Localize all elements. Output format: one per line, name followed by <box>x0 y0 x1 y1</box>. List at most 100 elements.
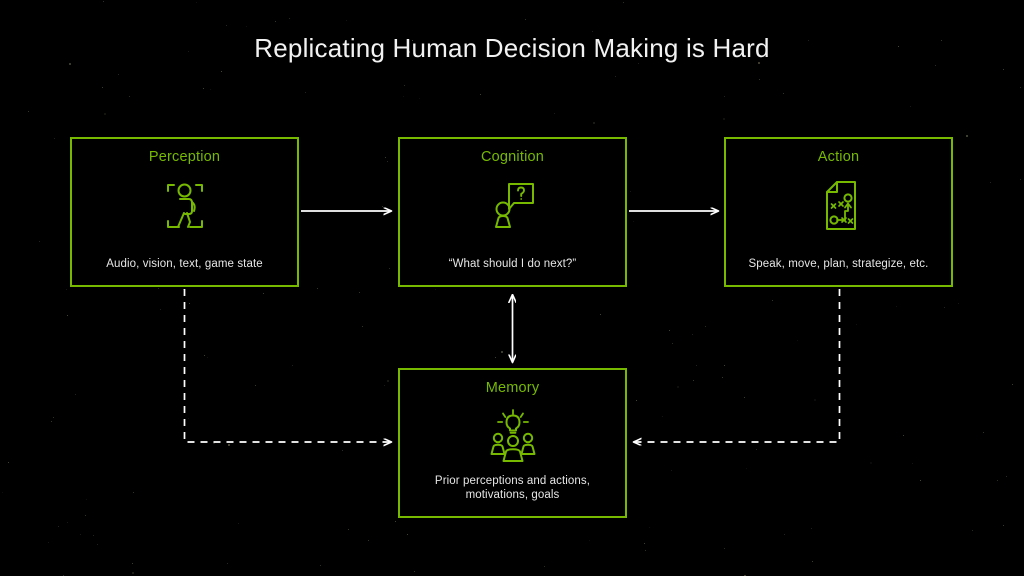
star-speck <box>630 190 632 192</box>
star-speck <box>543 566 545 568</box>
star-speck <box>911 463 913 465</box>
star-speck <box>160 309 162 311</box>
star-speck <box>28 110 29 112</box>
star-speck <box>316 287 318 289</box>
star-speck <box>722 377 724 379</box>
star-speck <box>1003 525 1005 527</box>
star-speck <box>910 105 912 107</box>
star-speck <box>614 76 616 78</box>
node-cognition-caption: “What should I do next?” <box>448 258 577 270</box>
star-speck <box>669 329 671 331</box>
star-speck <box>131 562 133 564</box>
star-speck <box>553 113 555 115</box>
star-speck <box>943 307 945 309</box>
star-speck <box>692 380 694 382</box>
star-speck <box>292 365 293 367</box>
star-speck <box>990 181 992 183</box>
star-speck <box>58 525 60 527</box>
star-speck <box>212 442 215 445</box>
star-speck <box>254 385 256 387</box>
star-speck <box>47 542 49 544</box>
star-speck <box>227 562 228 564</box>
node-memory-caption: Prior perceptions and actions, motivatio… <box>434 475 591 501</box>
star-speck <box>385 156 387 158</box>
star-speck <box>407 533 409 535</box>
arrow-action-to-memory <box>634 289 841 442</box>
star-speck <box>85 514 87 516</box>
star-speck <box>895 305 897 307</box>
star-speck <box>80 534 82 536</box>
star-speck <box>600 313 601 315</box>
star-speck <box>692 333 694 335</box>
star-speck <box>102 86 104 88</box>
walking-person-detection-icon <box>157 177 213 235</box>
star-speck <box>704 325 706 327</box>
star-speck <box>723 118 725 120</box>
star-speck <box>65 288 67 290</box>
node-memory-title: Memory <box>485 380 540 396</box>
star-speck <box>188 418 190 420</box>
star-speck <box>1 491 3 493</box>
node-action[interactable]: Action Spea <box>724 137 953 287</box>
star-speck <box>103 1 104 3</box>
star-speck <box>935 64 937 66</box>
star-speck <box>133 491 135 493</box>
node-perception-title: Perception <box>148 149 221 165</box>
star-speck <box>93 535 94 537</box>
star-speck <box>1011 384 1013 386</box>
star-speck <box>403 85 405 87</box>
star-speck <box>632 220 634 222</box>
star-speck <box>345 19 347 21</box>
star-speck <box>97 543 99 545</box>
star-speck <box>958 302 960 304</box>
star-speck <box>206 357 208 359</box>
star-speck <box>695 364 697 366</box>
star-speck <box>359 292 361 294</box>
star-speck <box>512 303 514 305</box>
star-speck <box>86 499 88 501</box>
star-speck <box>724 548 726 549</box>
star-speck <box>661 415 663 417</box>
star-speck <box>1020 86 1022 88</box>
star-speck <box>972 529 974 531</box>
star-speck <box>746 467 747 469</box>
star-speck <box>855 323 857 325</box>
star-speck <box>117 73 119 75</box>
star-speck <box>237 523 239 525</box>
star-speck <box>304 92 306 94</box>
star-speck <box>203 87 205 89</box>
star-speck <box>723 365 725 367</box>
star-speck <box>203 354 205 356</box>
star-speck <box>622 2 624 4</box>
star-speck <box>275 21 276 23</box>
node-perception[interactable]: Perception Audio, v <box>70 137 299 287</box>
node-cognition[interactable]: Cognition “What should I do next?” <box>398 137 627 287</box>
node-perception-caption: Audio, vision, text, game state <box>106 258 263 270</box>
star-speck <box>671 470 673 472</box>
star-speck <box>759 78 761 80</box>
arrow-perception-to-memory <box>183 289 392 442</box>
node-memory[interactable]: Memory <box>398 368 627 518</box>
star-speck <box>381 206 383 207</box>
page-title: Replicating Human Decision Making is Har… <box>254 33 770 63</box>
strategy-playbook-document-icon <box>811 177 867 235</box>
star-speck <box>743 397 745 399</box>
star-speck <box>495 356 497 358</box>
star-speck <box>589 540 591 541</box>
star-speck <box>756 448 758 450</box>
star-speck <box>227 443 230 446</box>
star-speck <box>965 134 968 137</box>
star-speck <box>129 95 131 97</box>
star-speck <box>784 533 786 535</box>
star-speck <box>1005 475 1007 477</box>
star-speck <box>1020 179 1022 181</box>
star-speck <box>996 479 998 481</box>
star-speck <box>158 287 159 289</box>
lightbulb-over-people-icon <box>485 408 541 466</box>
node-action-title: Action <box>817 149 860 165</box>
star-speck <box>870 461 873 464</box>
star-speck <box>183 288 185 290</box>
star-speck <box>810 527 812 529</box>
star-speck <box>724 95 726 97</box>
star-speck <box>288 18 290 19</box>
